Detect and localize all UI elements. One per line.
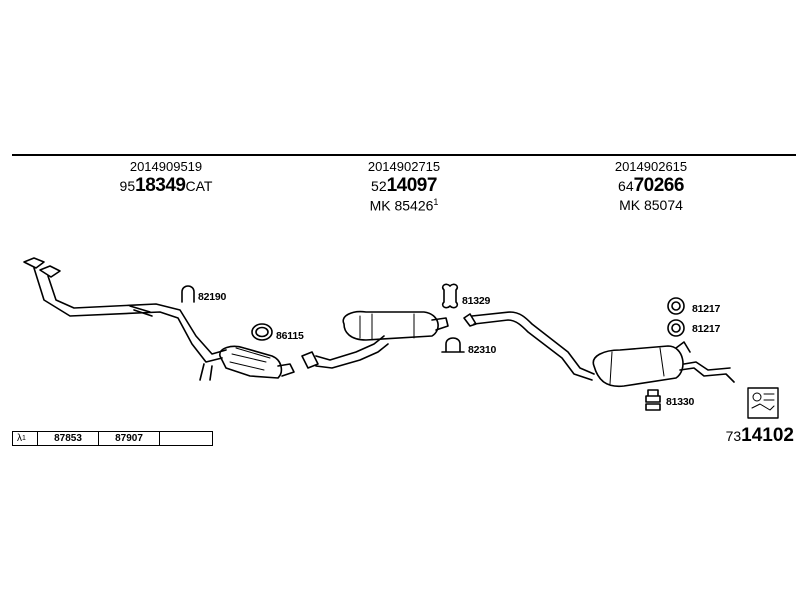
pipe-clamp-icon [441, 337, 465, 353]
part-number: 6470266 [618, 175, 684, 196]
oe-number: 2014902615 [614, 159, 688, 174]
section-middle: 2014902715 5214097 MK 854261 [304, 160, 504, 213]
table-cell: 87907 [99, 432, 160, 445]
middle-muffler-drawing [301, 310, 449, 369]
manifold-flange [23, 257, 45, 269]
rear-muffler-drawing [463, 311, 735, 388]
front-pipe-upper [33, 267, 223, 363]
rubber-ring-icon [667, 297, 685, 315]
oe-number: 2014909519 [129, 159, 203, 174]
oe-number: 2014902715 [367, 159, 441, 174]
u-clamp-icon [181, 285, 195, 303]
section-front: 2014909519 9518349CAT [66, 160, 266, 195]
rear-tailpipe [675, 341, 735, 383]
mk-number: MK 85074 [619, 197, 683, 213]
table-cell: 87853 [38, 432, 99, 445]
part-number: 9518349CAT [119, 175, 213, 196]
cat-outlet-flange [277, 363, 295, 377]
part-number: 5214097 [371, 175, 437, 196]
front-pipe-drawing [23, 257, 295, 381]
section-rear: 2014902615 6470266 MK 85074 [551, 160, 751, 212]
manifold-flange [39, 265, 61, 278]
rear-pipe-upper [471, 311, 595, 375]
bolt-kit-icon [645, 389, 661, 411]
part-label-82190: 82190 [198, 291, 227, 303]
part-label-81217: 81217 [692, 303, 721, 315]
table-cell [160, 432, 212, 445]
part-label-81330: 81330 [666, 396, 695, 408]
part-label-86115: 86115 [276, 330, 304, 342]
middle-muffler-body [342, 310, 439, 341]
gasket-ring-icon [251, 323, 273, 341]
top-divider-line [12, 154, 796, 156]
rear-muffler-body [592, 345, 684, 388]
rubber-mount-icon [441, 283, 459, 309]
part-label-81329: 81329 [462, 295, 491, 307]
front-pipe-lower [47, 275, 227, 355]
middle-inlet-flange [301, 351, 319, 369]
kit-number: 7314102 [725, 425, 794, 446]
kit-box-icon [747, 387, 779, 419]
catalytic-converter [219, 345, 283, 379]
middle-pipe-upper [315, 335, 385, 361]
cat-sensor [199, 363, 213, 381]
part-label-82310: 82310 [468, 344, 497, 356]
middle-muffler-outlet [431, 317, 449, 331]
rubber-ring-icon [667, 319, 685, 337]
mk-number: MK 854261 [369, 197, 439, 214]
part-label-81217: 81217 [692, 323, 721, 335]
